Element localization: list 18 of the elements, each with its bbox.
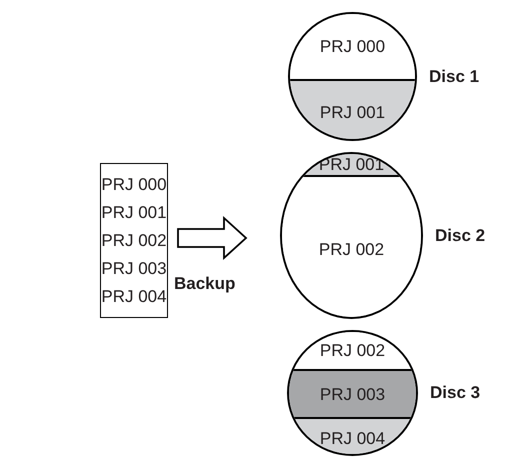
project-label: PRJ 002 — [101, 230, 167, 250]
project-label: PRJ 003 — [101, 258, 167, 278]
project-label: PRJ 004 — [101, 286, 167, 306]
block-arrow — [177, 216, 248, 260]
project-label: PRJ 000 — [101, 174, 167, 194]
disc-label: Disc 3 — [430, 384, 480, 401]
project-label: PRJ 002 — [318, 240, 384, 258]
project-label: PRJ 001 — [101, 202, 167, 222]
project-label: PRJ 004 — [320, 430, 386, 447]
disc-label: Disc 1 — [429, 68, 480, 84]
disc-label: Disc 2 — [435, 226, 486, 244]
project-label: PRJ 003 — [320, 386, 386, 402]
disc-segment — [289, 369, 416, 417]
edge-label: Backup — [174, 275, 236, 292]
project-label: PRJ 000 — [320, 38, 386, 55]
project-label: PRJ 001 — [320, 104, 386, 120]
project-label: PRJ 002 — [320, 342, 386, 359]
project-list-box — [100, 163, 168, 318]
